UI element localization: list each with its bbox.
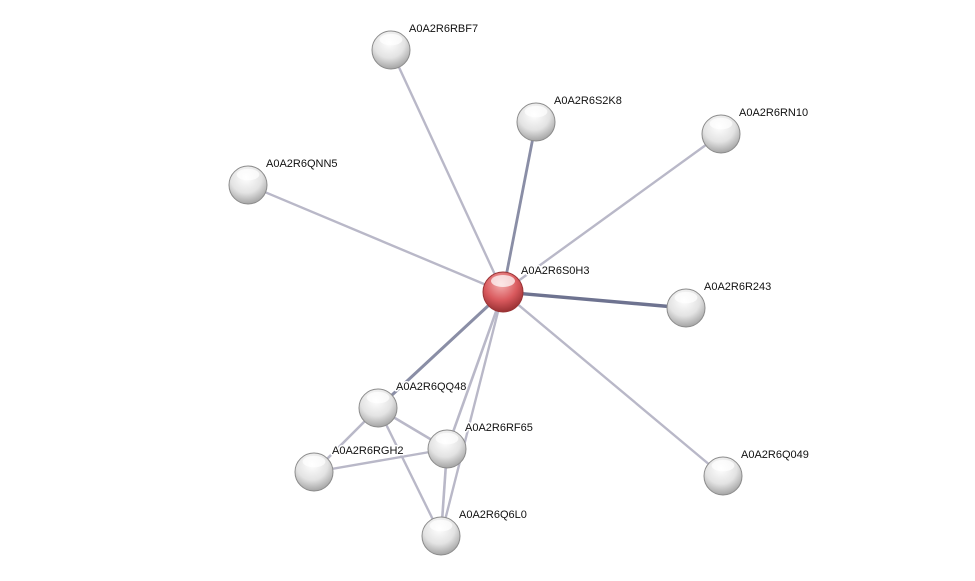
node-label: A0A2R6R243 xyxy=(704,281,771,293)
edge-A0A2R6S0H3-A0A2R6R243[interactable] xyxy=(502,290,687,310)
node-A0A2R6Q6L0[interactable]: A0A2R6Q6L0 xyxy=(421,508,528,556)
edge-A0A2R6S0H3-A0A2R6Q049[interactable] xyxy=(502,291,724,477)
node-A0A2R6RBF7[interactable]: A0A2R6RBF7 xyxy=(371,22,480,70)
node-highlight xyxy=(524,105,548,118)
edge-A0A2R6S0H3-A0A2R6RF65[interactable] xyxy=(445,291,505,450)
node-A0A2R6R243[interactable]: A0A2R6R243 xyxy=(666,280,773,328)
node-highlight xyxy=(366,391,390,404)
edge-A0A2R6S0H3-A0A2R6Q6L0[interactable] xyxy=(439,291,505,537)
node-highlight xyxy=(379,33,403,46)
node-highlight xyxy=(491,275,515,287)
node-A0A2R6QQ48[interactable]: A0A2R6QQ48 xyxy=(358,380,468,428)
node-A0A2R6RN10[interactable]: A0A2R6RN10 xyxy=(701,106,810,154)
node-label: A0A2R6QQ48 xyxy=(396,381,466,393)
edge-A0A2R6S0H3-A0A2R6QQ48[interactable] xyxy=(376,290,505,410)
node-A0A2R6QNN5[interactable]: A0A2R6QNN5 xyxy=(228,157,339,205)
node-A0A2R6S2K8[interactable]: A0A2R6S2K8 xyxy=(516,94,623,142)
node-label: A0A2R6QNN5 xyxy=(266,158,338,170)
node-highlight xyxy=(674,291,698,304)
node-label: A0A2R6Q049 xyxy=(741,449,809,461)
edge-A0A2R6S0H3-A0A2R6RBF7[interactable] xyxy=(389,49,505,293)
node-A0A2R6Q049[interactable]: A0A2R6Q049 xyxy=(703,448,810,496)
node-A0A2R6RF65[interactable]: A0A2R6RF65 xyxy=(427,421,534,469)
edge-A0A2R6S0H3-A0A2R6QNN5[interactable] xyxy=(247,183,504,294)
node-label: A0A2R6S2K8 xyxy=(554,95,622,107)
edge-A0A2R6QQ48-A0A2R6Q6L0[interactable] xyxy=(376,407,443,537)
node-highlight xyxy=(709,117,733,130)
node-highlight xyxy=(435,432,459,445)
edge-A0A2R6S0H3-A0A2R6RN10[interactable] xyxy=(502,133,722,293)
node-A0A2R6S0H3[interactable]: A0A2R6S0H3 xyxy=(482,264,591,313)
edge-A0A2R6RGH2-A0A2R6RF65[interactable] xyxy=(313,447,448,474)
node-label: A0A2R6RBF7 xyxy=(409,23,478,35)
node-highlight xyxy=(302,455,326,468)
node-label: A0A2R6Q6L0 xyxy=(459,509,527,521)
node-highlight xyxy=(236,168,260,181)
node-label: A0A2R6S0H3 xyxy=(521,265,590,277)
node-highlight xyxy=(711,459,735,472)
node-highlight xyxy=(429,519,453,532)
node-label: A0A2R6RF65 xyxy=(465,422,533,434)
node-label: A0A2R6RN10 xyxy=(739,107,808,119)
edge-A0A2R6S0H3-A0A2R6S2K8[interactable] xyxy=(501,121,538,293)
node-label: A0A2R6RGH2 xyxy=(332,445,404,457)
node-A0A2R6RGH2[interactable]: A0A2R6RGH2 xyxy=(294,444,405,492)
